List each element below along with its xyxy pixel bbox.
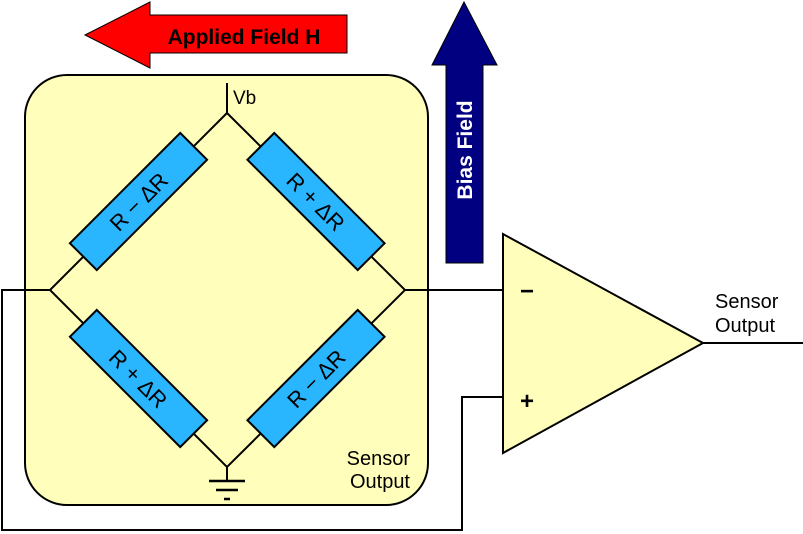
ground-icon <box>209 467 245 501</box>
applied-field-arrow: Applied Field H <box>83 1 348 69</box>
bridge-output-label-line1: Sensor <box>347 448 411 470</box>
opamp-triangle <box>502 232 706 455</box>
noninverting-input-wire <box>1 289 503 531</box>
vb-label: Vb <box>233 88 256 109</box>
up-arrow-icon <box>431 0 498 264</box>
applied-field-label: Applied Field H <box>168 26 321 49</box>
opamp-noninverting-sign: + <box>520 388 534 415</box>
opamp-output-label-line1: Sensor <box>715 291 779 313</box>
resistor-top-right: R + ΔR <box>245 131 387 272</box>
left-arrow-icon <box>83 1 348 69</box>
bias-field-label: Bias Field <box>454 100 477 199</box>
opamp-inverting-sign: − <box>520 278 534 305</box>
bridge-output-label-line2: Output <box>350 471 410 493</box>
bias-field-arrow: Bias Field <box>431 0 498 264</box>
sensor-package-box <box>24 74 429 506</box>
opamp-output-label-line2: Output <box>715 315 775 337</box>
